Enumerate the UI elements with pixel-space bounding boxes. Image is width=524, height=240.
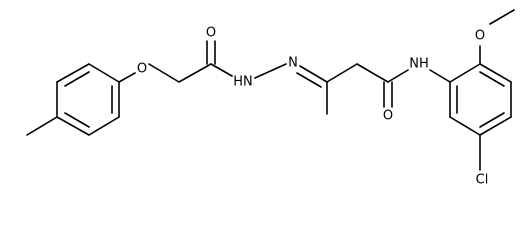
ch2-co-bond [178,63,212,83]
ch2-co-bond [356,63,389,83]
hydrazide-nh-label: HN [233,75,253,90]
ring1-bond [88,116,120,136]
ring1-bond [88,63,120,83]
ring1-inner-double-bond [64,112,90,128]
imine-nitrogen-label: N [288,56,298,71]
amide-nh-label: NH [409,57,429,72]
label-layer: O O HN N O NH O Cl [137,26,488,188]
ring2-inner-double-bond [479,71,505,87]
imine-double-bond [296,72,322,88]
acyl-oxygen-label: O [206,26,216,41]
ring2-bond [449,116,481,136]
imine-double-bond [299,65,328,83]
methyl-bond [26,116,58,136]
chlorine-label: Cl [476,173,489,188]
c-ch2-bond [326,63,358,83]
co-nh-bond [210,63,233,77]
ring1-bond [56,63,90,83]
ring2-inner-double-bond [479,112,505,128]
ring1-inner-double-bond [64,71,90,87]
ring2-bond [479,116,512,136]
ring1-bond [56,116,90,136]
molecule-structure-diagram: O O HN N O NH O Cl [26,9,515,188]
ring2-bond [479,63,512,83]
amide-oxygen-label: O [383,109,393,124]
nh-aryl-bond [429,69,451,83]
ar-o-bond [118,72,136,83]
bond-layer [26,9,515,171]
ether-oxygen-label: O [137,62,147,77]
co-nh-bond [387,69,409,83]
o-ch2-bond [148,63,180,83]
o-methyl-bond [489,9,515,25]
ring2-bond [449,63,481,83]
nh-n-bond [254,63,287,79]
methoxy-oxygen-label: O [475,29,485,44]
